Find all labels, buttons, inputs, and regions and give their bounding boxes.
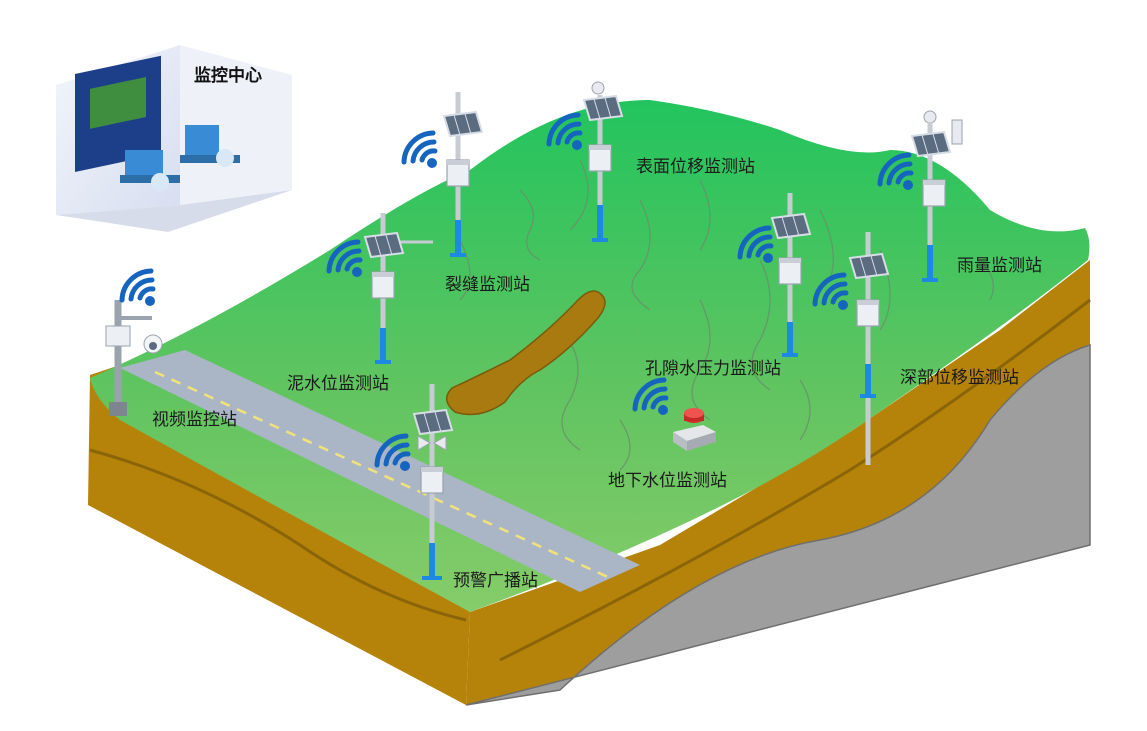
deep-displacement-station xyxy=(849,232,889,465)
groundwater-label: 地下水位监测站 xyxy=(608,471,727,491)
road xyxy=(120,350,640,592)
warning-broadcast-label: 预警广播站 xyxy=(453,571,538,591)
pore-pressure-label: 孔隙水压力监测站 xyxy=(645,359,781,379)
warning-broadcast-station xyxy=(413,384,453,580)
mud-pool xyxy=(446,290,606,416)
control-room-icon xyxy=(56,45,292,232)
mud-level-station xyxy=(364,213,433,364)
surface-displacement-label: 表面位移监测站 xyxy=(636,157,755,177)
control-center-label: 监控中心 xyxy=(194,65,262,86)
video-label: 视频监控站 xyxy=(152,410,237,430)
pore-pressure-station xyxy=(771,193,811,357)
crack-station xyxy=(443,92,483,257)
wifi-signal-icon xyxy=(122,271,155,306)
deep-displacement-label: 深部位移监测站 xyxy=(900,368,1019,388)
wifi-signal-icon xyxy=(404,133,437,168)
mud-level-label: 泥水位监测站 xyxy=(287,374,389,394)
rainfall-station xyxy=(911,110,963,282)
groundwater-station xyxy=(673,408,716,451)
soil-right-face xyxy=(466,260,1090,705)
speaker-icon xyxy=(417,435,447,451)
crack-label: 裂缝监测站 xyxy=(445,275,530,295)
rock-layer xyxy=(465,343,1091,706)
video-station xyxy=(105,300,163,416)
rainfall-label: 雨量监测站 xyxy=(957,256,1042,276)
grass-top-surface xyxy=(90,100,1090,612)
surface-displacement-station xyxy=(583,81,623,242)
